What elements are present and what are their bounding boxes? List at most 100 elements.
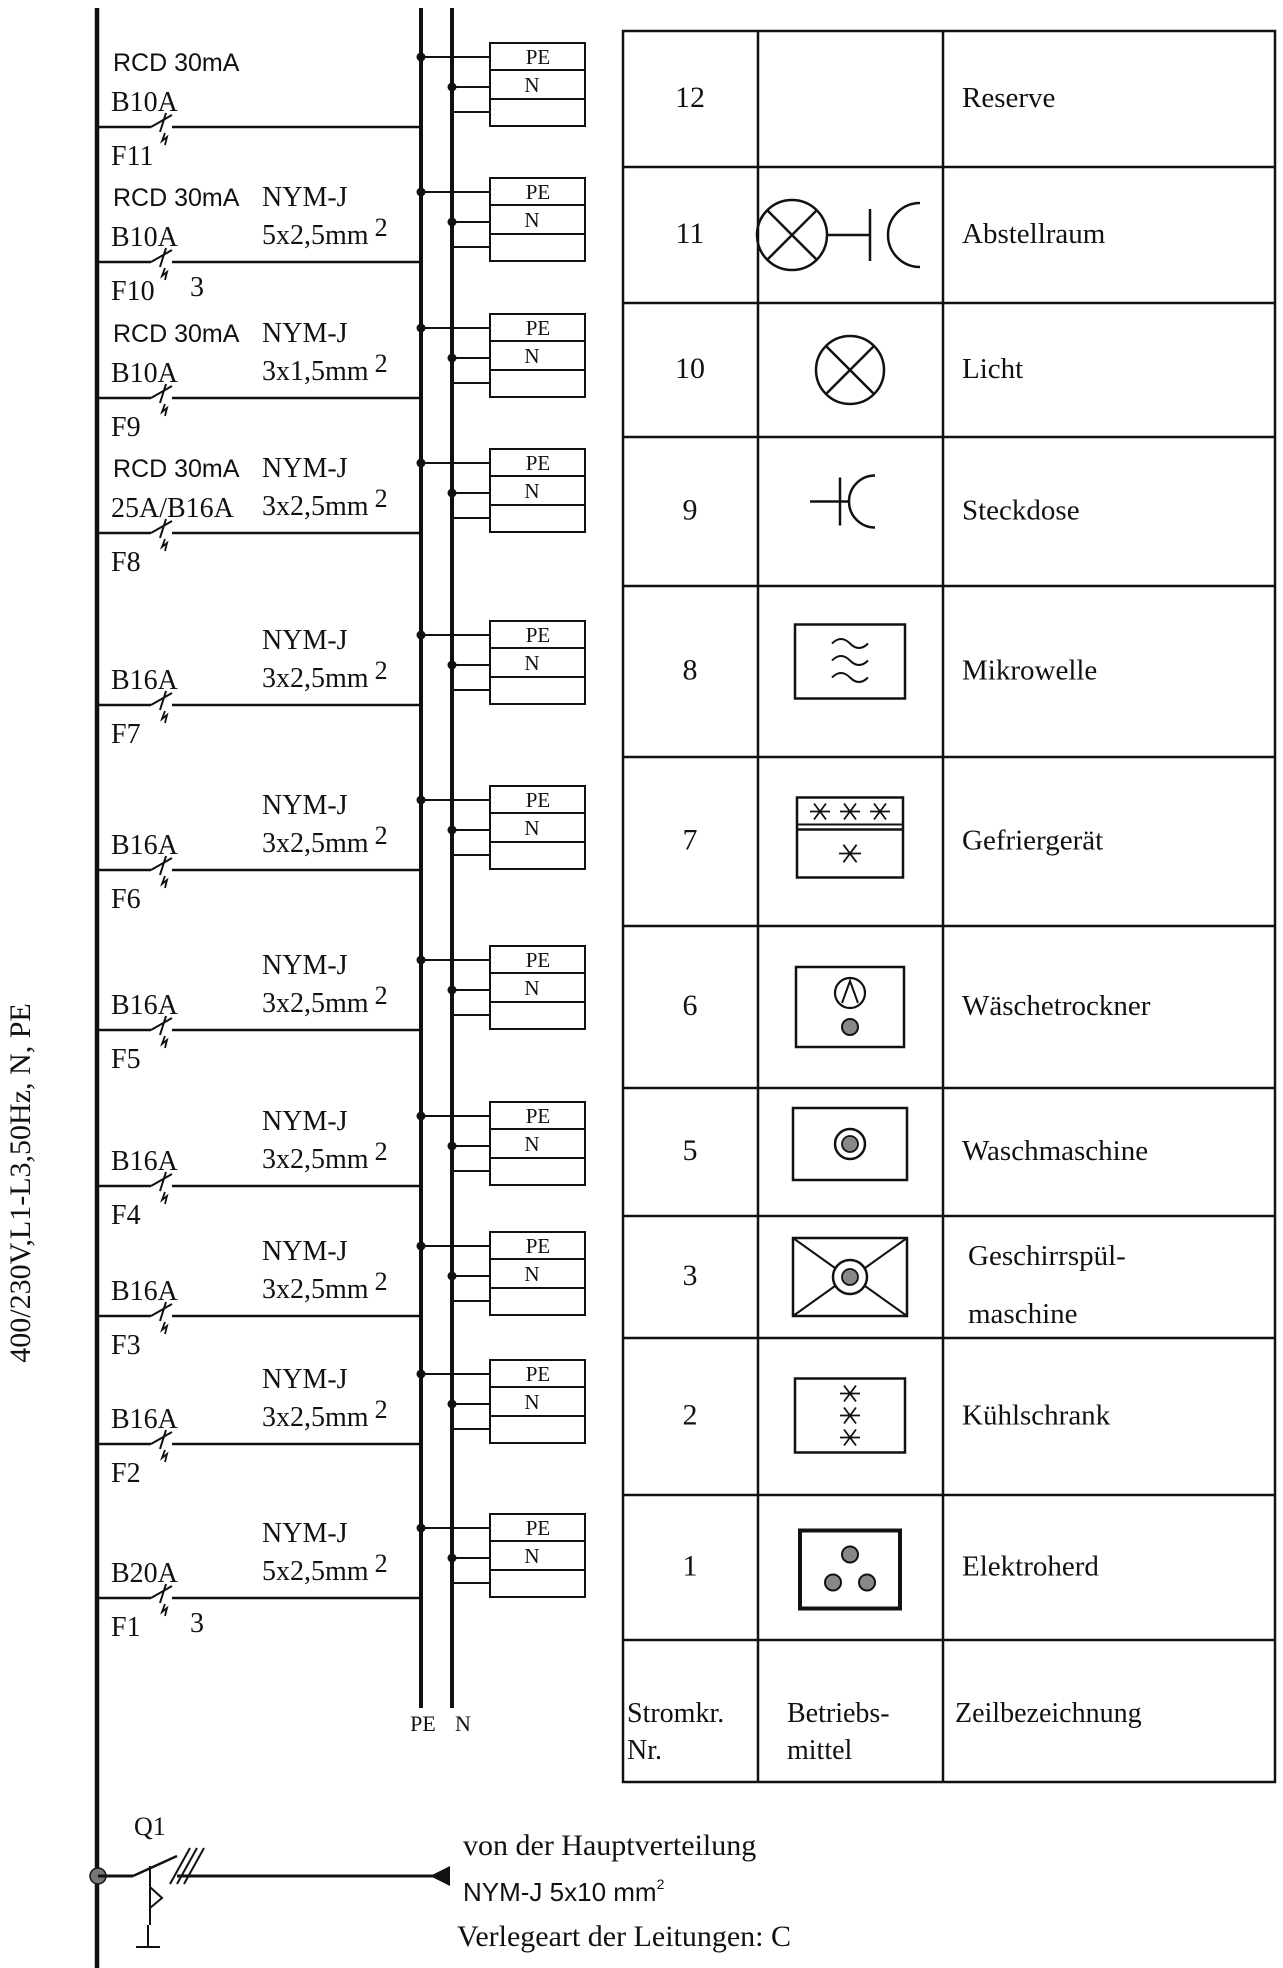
washer-icon xyxy=(791,1106,909,1182)
poles-label: 3 xyxy=(190,272,204,303)
rcd-label: RCD 30mA xyxy=(113,49,240,77)
breaker-label: B10A xyxy=(111,87,179,118)
breaker-label: B16A xyxy=(111,665,179,696)
terminal-pe-label: PE xyxy=(526,316,551,340)
socket-icon xyxy=(810,474,876,529)
header-equipment-line1: Betriebs- xyxy=(787,1698,890,1729)
cable-type-label: NYM-J xyxy=(262,1236,348,1267)
circuit-number: 9 xyxy=(683,494,698,527)
circuit-number: 11 xyxy=(676,217,705,250)
terminal-block: PE N xyxy=(489,620,586,705)
terminal-n-label: N xyxy=(524,816,539,840)
circuit-name: Geschirrspül- xyxy=(968,1240,1126,1272)
terminal-n-label: N xyxy=(524,1132,539,1156)
cable-section-text: 3x2,5mm xyxy=(262,1274,369,1305)
cable-type-label: NYM-J xyxy=(262,182,348,213)
breaker-label: B16A xyxy=(111,830,179,861)
terminal-pe-label: PE xyxy=(526,1234,551,1258)
circuit-table-frame xyxy=(621,29,1277,1784)
terminal-pe-label: PE xyxy=(526,948,551,972)
cable-section-sup: 2 xyxy=(375,656,388,685)
table-row: 6 Wäschetrockner xyxy=(683,965,1151,1049)
lamp-icon xyxy=(814,334,886,406)
breaker-label: B16A xyxy=(111,1276,179,1307)
table-row: 12 Reserve xyxy=(675,81,1055,114)
terminal-n-label: N xyxy=(524,651,539,675)
terminal-pe-label: PE xyxy=(526,1362,551,1386)
terminal-block: PEN xyxy=(489,1231,586,1316)
cable-type-label: NYM-J xyxy=(262,950,348,981)
terminal-pe-label: PE xyxy=(526,1516,551,1540)
terminal-n-label: N xyxy=(524,1390,539,1414)
fuse-label: F4 xyxy=(111,1200,141,1231)
circuit-name: Wäschetrockner xyxy=(962,990,1151,1022)
cable-section-sup: 2 xyxy=(375,213,388,242)
rcd-label: RCD 30mA xyxy=(113,455,240,483)
cable-section-sup: 2 xyxy=(375,981,388,1010)
cable-section-text: 3x2,5mm xyxy=(262,1402,369,1433)
breaker-label: B16A xyxy=(111,990,179,1021)
trip-mark-icon xyxy=(160,1449,169,1463)
cable-section-text: 3x1,5mm xyxy=(262,356,369,387)
table-row: 10 Licht xyxy=(675,334,1023,406)
circuit-name: Steckdose xyxy=(962,495,1080,527)
cable-section-sup: 2 xyxy=(375,484,388,513)
terminal-block: PE N xyxy=(489,1359,586,1444)
terminal-block: PEN xyxy=(489,42,586,127)
cable-type-label: NYM-J xyxy=(262,790,348,821)
supply-label: 400/230V,L1-L3,50Hz, N, PE xyxy=(4,1003,37,1362)
fuse-label: F7 xyxy=(111,719,141,750)
dryer-icon xyxy=(794,965,906,1049)
rcd-label: RCD 30mA xyxy=(113,184,240,212)
cable-type-label: NYM-J xyxy=(262,625,348,656)
terminal-pe-label: PE xyxy=(526,623,551,647)
cable-section-sup: 2 xyxy=(375,1137,388,1166)
circuit-number: 8 xyxy=(683,654,698,687)
circuit-name: Gefriergerät xyxy=(962,825,1103,857)
circuit-number: 10 xyxy=(675,352,705,385)
trip-mark-icon xyxy=(160,1321,169,1335)
fuse-label: F1 xyxy=(111,1612,141,1643)
terminal-block: PEN xyxy=(489,945,586,1030)
cable-type-label: NYM-J xyxy=(262,1106,348,1137)
circuit-number: 1 xyxy=(683,1550,698,1583)
microwave-icon xyxy=(793,623,907,700)
terminal-block: PEN xyxy=(489,785,586,870)
terminal-block: PEN xyxy=(489,313,586,398)
breaker-label: B20A xyxy=(111,1558,179,1589)
installation-method: Verlegeart der Leitungen: C xyxy=(457,1920,791,1953)
circuit-number: 12 xyxy=(675,81,705,114)
circuit-name: Licht xyxy=(962,353,1023,385)
circuit-number: 6 xyxy=(683,989,698,1022)
trip-mark-icon xyxy=(160,132,169,146)
cable-section-sup: 2 xyxy=(375,1267,388,1296)
cable-section-text: 5x2,5mm xyxy=(262,1556,369,1587)
breaker-label: B10A xyxy=(111,358,179,389)
cable-type-label: NYM-J xyxy=(262,1518,348,1549)
circuit-number: 5 xyxy=(683,1134,698,1167)
circuit-name: Reserve xyxy=(962,82,1055,114)
lamp-socket-icon xyxy=(755,198,921,272)
terminal-block: PEN xyxy=(489,177,586,262)
trip-mark-icon xyxy=(160,403,169,417)
feed-source: von der Hauptverteilung xyxy=(463,1829,756,1862)
cable-section-sup: 2 xyxy=(375,1395,388,1424)
header-circuit-no-line1: Stromkr. xyxy=(627,1698,724,1729)
trip-mark-icon xyxy=(160,875,169,889)
